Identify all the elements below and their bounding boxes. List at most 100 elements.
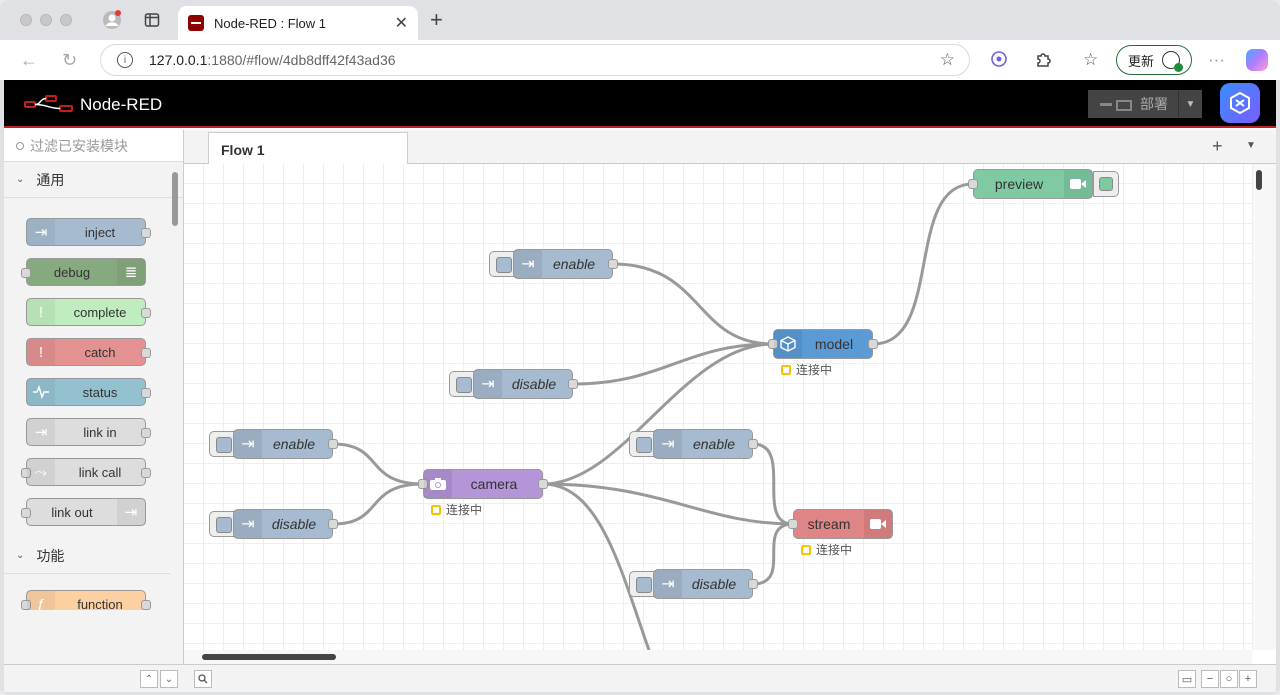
search-flows-icon[interactable]: [194, 670, 212, 688]
copilot-icon[interactable]: [1246, 49, 1268, 71]
tab-strip: Node-RED : Flow 1 ✕ +: [0, 0, 1280, 40]
palette-category-common[interactable]: ⌄ 通用: [4, 162, 183, 198]
minimize-window-button[interactable]: [40, 14, 52, 26]
tab-actions-icon[interactable]: [140, 8, 164, 32]
preview-toggle-indicator: [1099, 177, 1113, 191]
palette-node-status[interactable]: status: [26, 378, 151, 406]
camera-status: 连接中: [431, 501, 482, 518]
extension-icon[interactable]: [990, 50, 1008, 73]
close-tab-icon[interactable]: ✕: [394, 15, 408, 32]
flow-node-enable-top[interactable]: ⇥ enable: [513, 249, 618, 279]
inject-arrow-icon: ⇥: [234, 510, 262, 538]
palette-scrollbar[interactable]: [172, 172, 178, 226]
maximize-window-button[interactable]: [60, 14, 72, 26]
output-port: [538, 479, 548, 489]
inject-arrow-icon: ⇥: [234, 430, 262, 458]
flow-list-chevron-icon[interactable]: ▼: [1246, 140, 1256, 151]
bookmark-star-icon[interactable]: ☆: [939, 50, 955, 69]
collapse-all-icon[interactable]: ⌃: [140, 670, 158, 688]
inject-arrow-icon: ⇥: [654, 430, 682, 458]
flow-node-enable-left[interactable]: ⇥ enable: [233, 429, 338, 459]
reload-icon[interactable]: ↻: [62, 50, 78, 70]
add-flow-icon[interactable]: +: [1212, 136, 1223, 156]
app-header: Node-RED 部署 ▼: [4, 80, 1276, 128]
palette-node-function[interactable]: ƒ function: [21, 590, 151, 610]
vertical-scroll-track[interactable]: [1252, 164, 1276, 650]
profile-icon[interactable]: [100, 8, 124, 32]
pulse-icon: [27, 379, 55, 405]
exclamation-icon: !: [27, 299, 55, 325]
output-port: [608, 259, 618, 269]
update-button[interactable]: 更新: [1116, 45, 1192, 75]
user-menu-icon[interactable]: [1220, 83, 1260, 123]
zoom-out-icon[interactable]: −: [1201, 670, 1219, 688]
back-icon[interactable]: ←: [20, 50, 38, 70]
inject-arrow-icon: ⇥: [27, 219, 55, 245]
palette-node-link-in[interactable]: ⇥ link in: [26, 418, 151, 446]
palette-search-input[interactable]: 过滤已安装模块: [4, 130, 183, 162]
output-port: [328, 439, 338, 449]
output-port: [748, 439, 758, 449]
zoom-reset-icon[interactable]: ○: [1220, 670, 1238, 688]
horizontal-scrollbar[interactable]: [202, 654, 336, 660]
site-info-icon[interactable]: i: [117, 52, 133, 68]
flow-node-camera[interactable]: camera: [418, 469, 548, 499]
workspace-footer: ▭ − ○ +: [184, 664, 1276, 692]
camera-icon: [424, 470, 452, 498]
node-palette: 过滤已安装模块 ⌄ 通用 ⇥ inject debug ≣ !: [4, 130, 184, 692]
horizontal-scroll-track[interactable]: [184, 650, 1252, 664]
new-tab-icon[interactable]: +: [430, 7, 443, 32]
category-label: 功能: [36, 547, 65, 564]
cube-icon: [774, 330, 802, 358]
deploy-button[interactable]: 部署 ▼: [1088, 90, 1202, 118]
input-port: [968, 179, 978, 189]
palette-node-complete[interactable]: ! complete: [26, 298, 151, 326]
input-port: [418, 479, 428, 489]
browser-tab-title: Node-RED : Flow 1: [214, 15, 326, 31]
link-out-icon: ⇥: [117, 499, 145, 525]
more-menu-icon[interactable]: ···: [1208, 50, 1225, 69]
status-text: 连接中: [446, 503, 483, 517]
browser-tab-active[interactable]: Node-RED : Flow 1 ✕: [178, 6, 418, 40]
favorites-icon[interactable]: ☆: [1083, 50, 1099, 69]
expand-all-icon[interactable]: ⌄: [160, 670, 178, 688]
deploy-icon: [1100, 100, 1132, 111]
palette-node-list-function: ƒ function: [4, 590, 170, 610]
vertical-scrollbar[interactable]: [1256, 170, 1262, 190]
flow-node-disable-mid[interactable]: ⇥ disable: [473, 369, 578, 399]
link-in-icon: ⇥: [27, 419, 55, 445]
update-label: 更新: [1128, 53, 1155, 69]
palette-node-link-out[interactable]: link out ⇥: [21, 498, 146, 526]
flow-tab-label: Flow 1: [221, 142, 265, 158]
preview-toggle-button[interactable]: [1093, 171, 1119, 197]
zoom-in-icon[interactable]: +: [1239, 670, 1257, 688]
flow-node-model[interactable]: model: [768, 329, 878, 359]
palette-category-function[interactable]: ⌄ 功能: [4, 538, 170, 574]
close-window-button[interactable]: [20, 14, 32, 26]
palette-node-debug[interactable]: debug ≣: [21, 258, 146, 286]
flow-node-disable-right[interactable]: ⇥ disable: [653, 569, 758, 599]
flow-canvas[interactable]: preview ⇥ enable: [184, 164, 1252, 650]
address-bar[interactable]: i 127.0.0.1:1880/#flow/4db8dff42f43ad36 …: [100, 44, 970, 76]
inject-arrow-icon: ⇥: [474, 370, 502, 398]
navigator-map-icon[interactable]: ▭: [1178, 670, 1196, 688]
flow-node-stream[interactable]: stream: [788, 509, 893, 539]
flow-node-preview[interactable]: preview: [968, 169, 1093, 199]
output-port: [141, 468, 151, 478]
palette-node-inject[interactable]: ⇥ inject: [26, 218, 151, 246]
url-host: 127.0.0.1: [149, 52, 208, 68]
inject-arrow-icon: ⇥: [654, 570, 682, 598]
extensions-puzzle-icon[interactable]: [1034, 50, 1052, 73]
tab-flow-1[interactable]: Flow 1: [208, 132, 408, 165]
palette-node-link-call[interactable]: ⤳ link call: [21, 458, 151, 486]
flow-node-enable-right[interactable]: ⇥ enable: [653, 429, 758, 459]
output-port: [141, 348, 151, 358]
palette-node-catch[interactable]: ! catch: [26, 338, 151, 366]
url-path: :1880/#flow/4db8dff42f43ad36: [207, 52, 396, 68]
output-port: [141, 428, 151, 438]
flow-node-disable-left[interactable]: ⇥ disable: [233, 509, 338, 539]
status-ring-icon: [431, 504, 441, 515]
search-icon: [16, 141, 24, 150]
deploy-dropdown-icon[interactable]: ▼: [1178, 90, 1202, 118]
browser-toolbar: ← ↻ i 127.0.0.1:1880/#flow/4db8dff42f43a…: [0, 40, 1280, 80]
